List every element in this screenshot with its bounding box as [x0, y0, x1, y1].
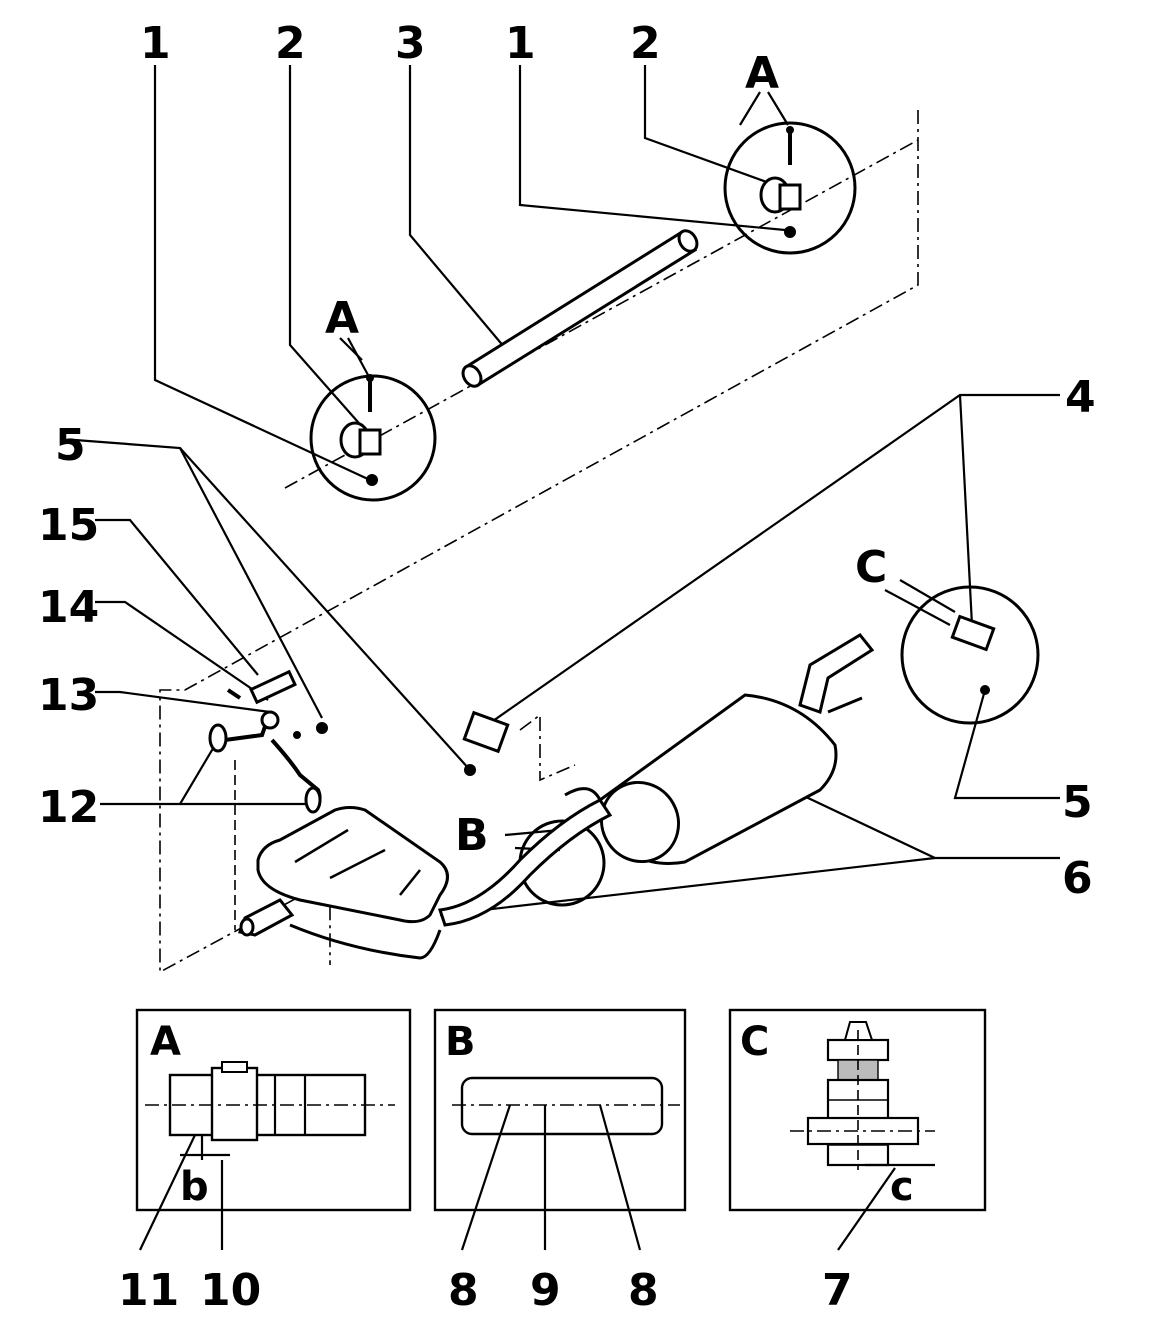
callout-detail-b: B	[455, 810, 489, 861]
callout-1a: 1	[140, 18, 171, 69]
detail-circle-a-right	[723, 121, 857, 255]
detail-circle-c	[900, 585, 1040, 725]
clamp-a-right	[759, 126, 802, 238]
rear-hanger-c	[950, 614, 996, 695]
callout-12: 12	[38, 782, 99, 833]
clamp-a-left	[339, 374, 382, 486]
callout-4: 4	[1065, 372, 1096, 423]
inset-c-title: C	[740, 1019, 769, 1065]
inset-a-dim: b	[180, 1164, 209, 1210]
callout-2b: 2	[630, 18, 661, 69]
callout-detail-c: C	[855, 542, 887, 593]
inset-c-label-7: 7	[822, 1265, 853, 1316]
inset-c-dim: c	[890, 1164, 914, 1210]
leader-lines	[74, 65, 1060, 917]
inset-b: B 8 9 8	[433, 1008, 687, 1316]
callout-detail-a-top: A	[745, 48, 779, 99]
front-pipe-bracket	[208, 669, 328, 814]
callout-6: 6	[1062, 853, 1093, 904]
intermediate-pipe	[461, 229, 699, 388]
inset-a-label-10: 10	[200, 1265, 261, 1316]
inset-b-label-8a: 8	[448, 1265, 479, 1316]
connecting-pipe	[437, 787, 613, 927]
rear-hanger-b	[462, 710, 510, 776]
callout-labels: 1 2 3 1 2 A A 4 5 15 14 13 12 C 5 6 B	[38, 18, 1096, 904]
callout-1b: 1	[505, 18, 536, 69]
inset-a: A b 11 10	[118, 1008, 412, 1316]
inset-a-label-11: 11	[118, 1265, 179, 1316]
callout-5a: 5	[55, 420, 86, 471]
inset-a-title: A	[150, 1019, 181, 1065]
callout-14: 14	[38, 582, 99, 633]
callout-3: 3	[395, 18, 426, 69]
callout-15: 15	[38, 500, 99, 551]
inset-b-title: B	[445, 1019, 476, 1065]
inset-b-label-9: 9	[530, 1265, 561, 1316]
callout-13: 13	[38, 670, 99, 721]
front-silencer	[238, 806, 449, 960]
rear-silencer	[598, 633, 875, 865]
callout-5b: 5	[1062, 777, 1093, 828]
inset-c: C c 7	[728, 1008, 987, 1316]
inset-b-label-8b: 8	[628, 1265, 659, 1316]
callout-detail-a-left: A	[325, 293, 359, 344]
callout-2a: 2	[275, 18, 306, 69]
